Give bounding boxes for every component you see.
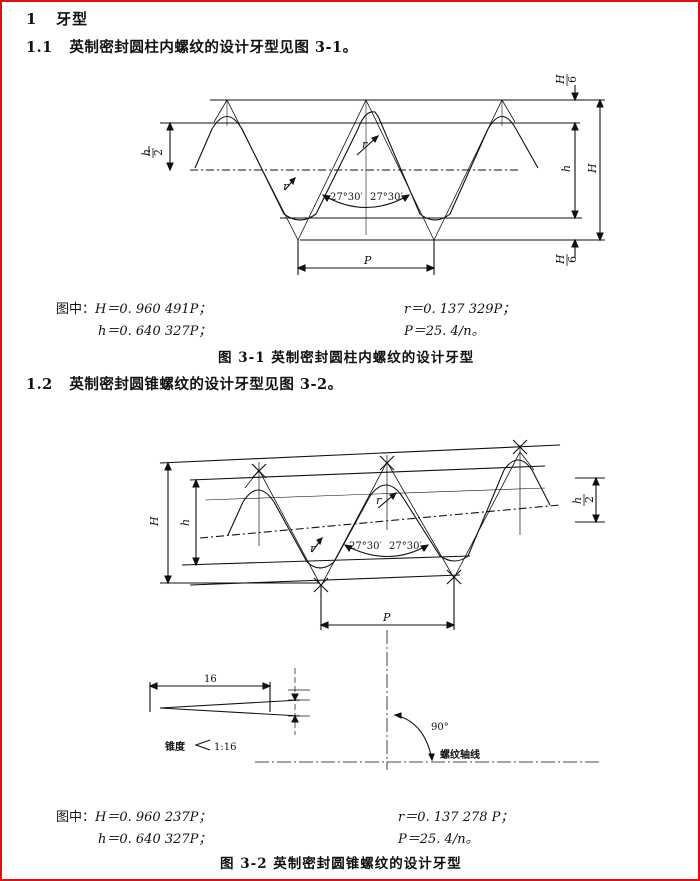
fig1-label-h: h <box>560 165 573 172</box>
fig2-label-H: H <box>148 516 161 527</box>
fig2-label-axis: 螺纹轴线 <box>440 748 480 761</box>
subsection-1-2-heading: 1.2 英制密封圆锥螺纹的设计牙型见图 3-2。 <box>26 376 343 393</box>
fig2-label-r2: r <box>310 542 316 555</box>
fig1-formula-P: P＝25. 4/n。 <box>404 324 485 339</box>
fig2-label-h2-den: 2 <box>583 496 596 503</box>
fig2-label-r1: r <box>376 494 382 507</box>
fig1-label-H6-top-num: H <box>554 74 567 85</box>
fig2-label-90: 90° <box>431 722 449 733</box>
fig1-caption: 图 3-1 英制密封圆柱内螺纹的设计牙型 <box>218 350 475 366</box>
fig2-formula-r: r＝0. 137 278 P； <box>398 810 514 825</box>
fig1-label-P: P <box>363 254 372 267</box>
fig1-formula-h: h＝0. 640 327P； <box>98 324 212 339</box>
fig1-label-angle-right: 27°30′ <box>370 192 403 203</box>
subsection-1-1-heading: 1.1 英制密封圆柱内螺纹的设计牙型见图 3-1。 <box>26 39 358 56</box>
fig1-formula-H: 图中：H＝0. 960 491P； <box>56 302 212 317</box>
fig1-label-H6-top-den: 6 <box>566 76 579 83</box>
fig2-formula-P: P＝25. 4/n。 <box>398 832 479 847</box>
fig1-label-h2-den: 2 <box>152 149 165 156</box>
fig2-label-angle-right: 27°30′ <box>389 541 422 552</box>
figure-3-1-diagram: h 2 h H H 6 H 6 r r 27°30′ 27°30′ P <box>140 74 605 275</box>
fig2-formula-H: 图中：H＝0. 960 237P； <box>56 810 212 825</box>
fig2-label-h: h <box>179 519 192 526</box>
fig2-label-16: 16 <box>204 674 217 685</box>
fig2-label-taper: 锥度 <box>165 740 186 753</box>
fig2-label-h2-num: h <box>571 497 584 504</box>
fig1-label-h2-num: h <box>140 149 153 156</box>
fig1-label-H6-bot-num: H <box>554 254 567 265</box>
fig1-label-H6-bot-den: 6 <box>566 256 579 263</box>
fig1-label-angle-left: 27°30′ <box>330 192 363 203</box>
fig2-label-taper-ratio: 1:16 <box>214 742 236 753</box>
fig1-label-r1: r <box>362 138 368 151</box>
fig2-caption: 图 3-2 英制密封圆锥螺纹的设计牙型 <box>220 856 462 872</box>
fig1-label-r2: r <box>283 180 289 193</box>
fig2-label-P: P <box>382 611 391 624</box>
section-heading: 1 牙型 <box>26 10 89 28</box>
fig2-label-angle-left: 27°30′ <box>349 541 382 552</box>
fig1-label-H: H <box>586 163 599 174</box>
fig1-formula-r: r＝0. 137 329P； <box>404 302 516 317</box>
fig2-formula-h: h＝0. 640 327P； <box>98 832 212 847</box>
